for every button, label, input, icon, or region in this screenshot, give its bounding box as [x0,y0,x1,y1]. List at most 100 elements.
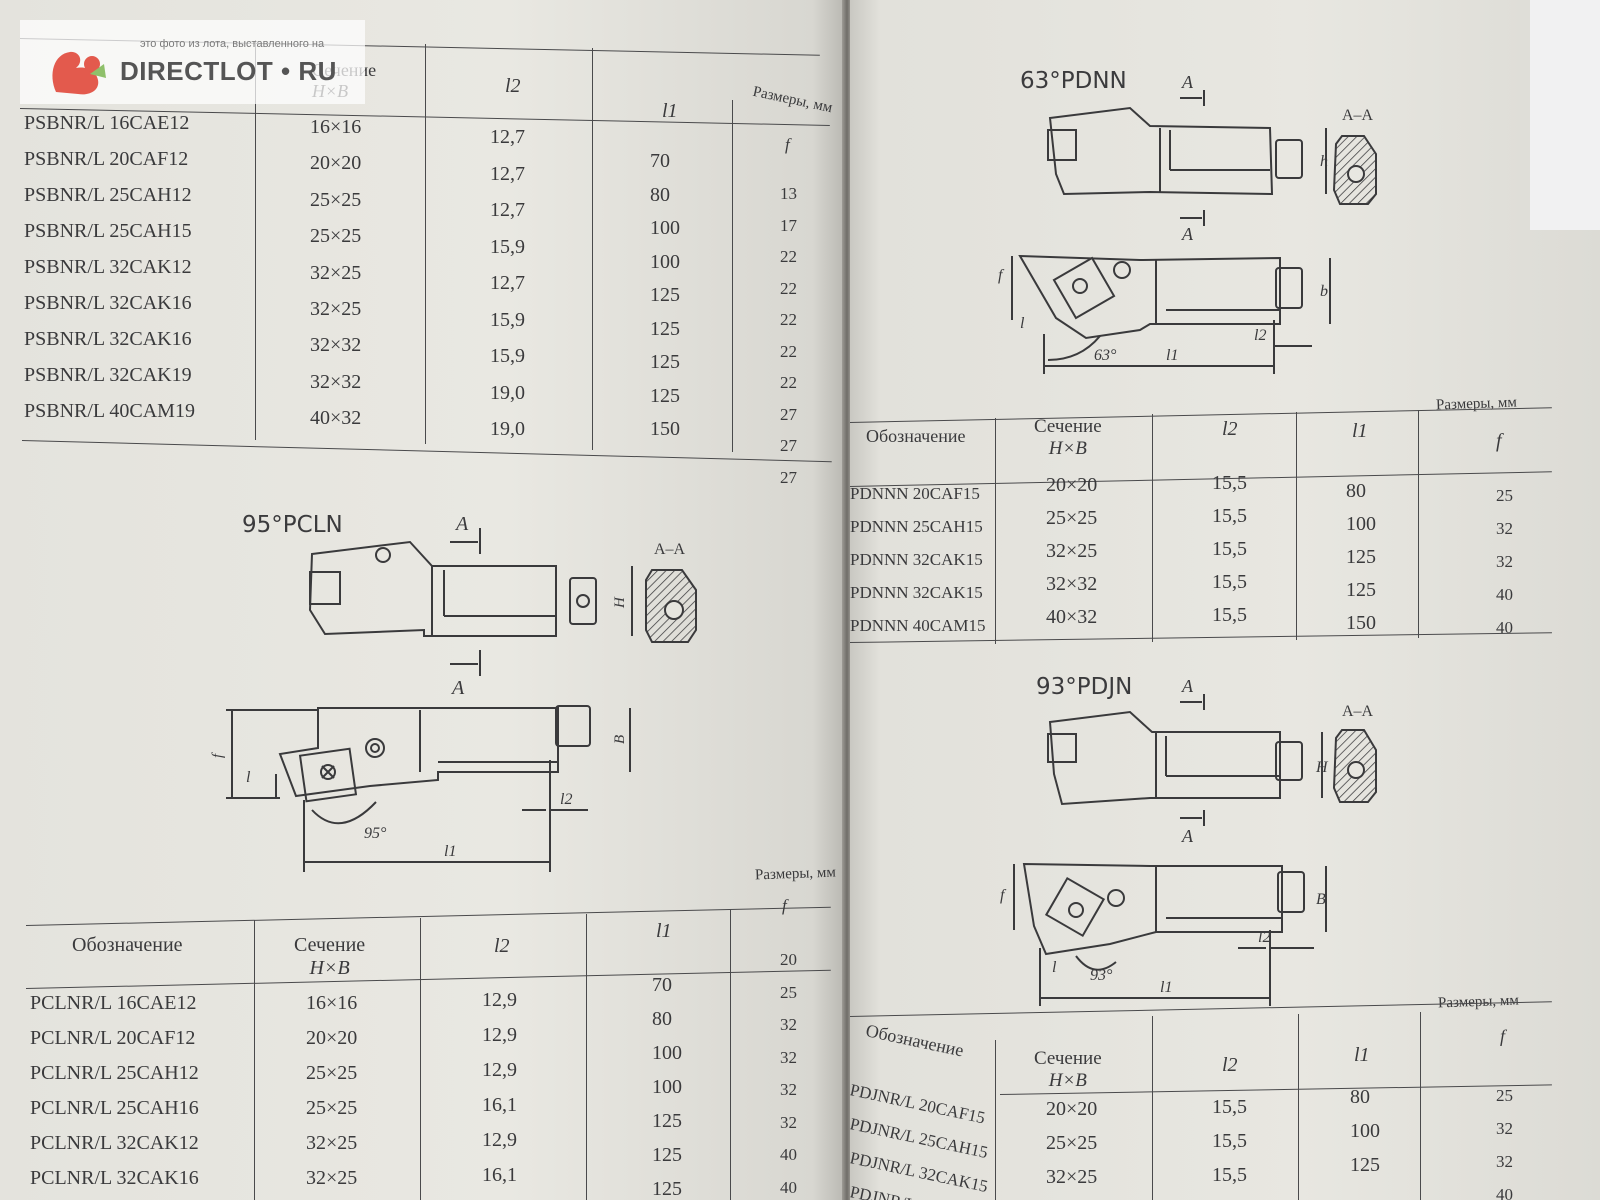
psbn-l1-cell: 125 [650,284,680,306]
psbn-designation-cell: PSBNR/L 32CAK16 [24,292,192,314]
pcln-l2-cell: 12,9 [482,1024,517,1046]
psbn-l2-cell: 12,7 [490,272,525,294]
psbn-l2-cell: 15,9 [490,345,525,367]
psbn-l1-cell: 70 [650,150,670,172]
pcln-section-cell: 32×25 [306,1132,358,1154]
pdjn-f-cell: 25 [1496,1086,1513,1105]
pcln-drawing: A A A–A H B f l l2 l1 95° [210,513,697,872]
pdnn-f-cell: 25 [1496,486,1513,505]
pcln-dim-l1: l1 [444,843,456,860]
pcln-top-rule [25,906,831,926]
pdnn-l1-cell: 100 [1346,513,1376,535]
pdjn-dim-l: l [1052,959,1057,976]
pdnn-units-caption: Размеры, мм [1435,394,1518,414]
pcln-vline-1 [254,920,255,1200]
psbn-f-cell: 27 [780,467,797,487]
pdnn-section-cell: 25×25 [1046,507,1098,529]
psbn-f-cell: 22 [780,247,797,266]
pcln-cut-label-bottom: A [450,677,465,699]
pdjn-vline-4 [1420,1012,1421,1200]
psbn-designation-cell: PSBNR/L 32CAK12 [24,256,192,278]
pdnn-section-label: A–A [1342,107,1374,124]
pcln-l2-head: l2 [494,935,510,957]
psbn-f-cell: 22 [780,341,797,361]
psbn-f-cell: 22 [780,278,797,298]
pcln-section-cell: 25×25 [306,1097,358,1119]
pdjn-f-cell: 40 [1496,1185,1513,1200]
pcln-l1-head: l1 [656,920,672,942]
pdjn-l1-cell: 80 [1350,1086,1370,1108]
pdjn-vline-2 [1152,1016,1153,1200]
pdjn-f-cell: 32 [1496,1119,1513,1138]
pcln-designation-cell: PCLNR/L 25CAH16 [30,1097,199,1119]
pcln-l2-cell: 12,9 [482,989,517,1011]
psbn-section-cell: 25×25 [310,225,362,248]
pcln-section-cell: 20×20 [306,1027,358,1049]
pdnn-l2-head: l2 [1222,418,1238,440]
pdnn-designation-cell: PDNNN 40CAM15 [850,616,986,635]
pdjn-vline-1 [995,1040,996,1200]
pcln-f-cell: 32 [780,1112,797,1132]
pdjn-drawing: A A A–A H B f l l2 l1 93° [1000,680,1377,1006]
pcln-units-caption: Размеры, мм [754,864,837,884]
psbn-section-cell: 32×32 [310,334,362,357]
pcln-dim-f: f [210,752,226,758]
pdnn-f-cell: 32 [1496,519,1513,538]
pdnn-dim-l2: l2 [1254,327,1266,344]
pcln-f-cell: 32 [780,1015,797,1034]
pdjn-l1-cell: 100 [1350,1120,1380,1142]
pcln-vline-3 [586,914,587,1200]
pdnn-l1-cell: 80 [1346,480,1366,502]
background-corner [1530,0,1600,230]
pdnn-section-cell: 20×20 [1046,474,1098,496]
pdnn-l1-head: l1 [1352,420,1368,442]
pcln-title: 95°PCLN [242,512,343,538]
book-gutter [842,0,852,1200]
pcln-l1-cell: 100 [652,1076,682,1098]
pcln-designation-cell: PCLNR/L 32CAK16 [30,1167,199,1189]
psbn-vline-3 [592,48,593,450]
pdjn-section-cell: 32×25 [1046,1166,1098,1188]
pcln-designation-head: Обозначение [72,934,183,956]
pdnn-dim-b: b [1320,283,1328,300]
psbn-l1-cell: 150 [650,418,680,440]
pcln-dim-l2: l2 [560,791,572,808]
watermark: это фото из лота, выставленного на DIREC… [20,20,365,104]
watermark-note: это фото из лота, выставленного на [140,38,325,50]
pdnn-section-cell: 32×25 [1046,540,1098,562]
pcln-f-head: f [782,896,787,915]
pdnn-vline-4 [1418,410,1419,638]
pdnn-l1-cell: 125 [1346,579,1376,601]
pdjn-cut-label-bottom: A [1181,826,1194,846]
psbn-section-cell: 40×32 [310,407,362,430]
psbn-f-head: f [785,135,790,154]
pdnn-designation-cell: PDNNN 20CAF15 [850,484,980,503]
pcln-designation-cell: PCLNR/L 25CAH12 [30,1062,199,1084]
pdnn-l2-cell: 15,5 [1212,472,1247,494]
pdjn-l2-head: l2 [1222,1054,1238,1076]
pdnn-dim-f: f [998,267,1005,284]
psbn-l1-cell: 125 [650,317,680,340]
pcln-l2-cell: 12,9 [482,1129,517,1151]
psbn-l2-cell: 19,0 [490,418,525,440]
pcln-l1-cell: 125 [652,1178,682,1200]
pdnn-dim-l: l [1020,315,1025,332]
psbn-l2-cell: 19,0 [490,381,525,404]
pcln-l1-cell: 125 [652,1144,682,1166]
pdnn-designation-head: Обозначение [866,426,966,446]
pdjn-dim-H: H [1315,759,1329,776]
pdnn-section-cell: 32×32 [1046,573,1098,595]
psbn-vline-4 [732,100,733,452]
pdnn-title: 63°PDNN [1020,68,1127,94]
pdnn-designation-cell: PDNNN 32CAK15 [850,583,983,602]
psbn-section-cell: 20×20 [310,152,362,175]
pcln-l1-cell: 100 [652,1042,682,1064]
pcln-header-rule [25,969,831,989]
psbn-f-cell: 22 [780,373,797,392]
psbn-designation-cell: PSBNR/L 40CAM19 [24,400,195,422]
pdjn-l1-cell: 125 [1350,1154,1380,1176]
pdnn-l2-cell: 15,5 [1212,604,1247,626]
psbn-f-cell: 27 [780,404,797,424]
pdnn-l2-cell: 15,5 [1212,571,1247,593]
